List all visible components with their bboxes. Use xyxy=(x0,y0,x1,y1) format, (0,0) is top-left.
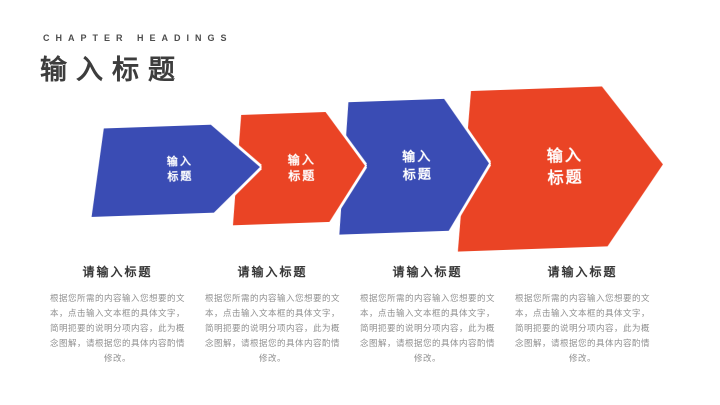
chapter-eyebrow: CHAPTER HEADINGS xyxy=(43,33,233,43)
step-heading: 请输入标题 xyxy=(392,265,463,279)
arrow-step-1: 输入 标题 xyxy=(89,123,262,217)
step-heading: 请输入标题 xyxy=(237,265,308,279)
step-description-3: 请输入标题 根据您所需的内容输入您想要的文本，点击输入文本框的具体文字，简明扼要… xyxy=(360,263,495,365)
step-body-text: 根据您所需的内容输入您想要的文本，点击输入文本框的具体文字，简明扼要的说明分项内… xyxy=(50,293,186,363)
step-body-text: 根据您所需的内容输入您想要的文本，点击输入文本框的具体文字，简明扼要的说明分项内… xyxy=(360,293,496,363)
step-description-2: 请输入标题 根据您所需的内容输入您想要的文本，点击输入文本框的具体文字，简明扼要… xyxy=(205,263,340,365)
step-heading: 请输入标题 xyxy=(82,265,153,279)
step-body-text: 根据您所需的内容输入您想要的文本，点击输入文本框的具体文字，简明扼要的说明分项内… xyxy=(515,293,651,363)
page-title: 输入标题 xyxy=(40,55,184,85)
arrow-step-1-label: 输入 标题 xyxy=(166,155,194,184)
step-description-1: 请输入标题 根据您所需的内容输入您想要的文本，点击输入文本框的具体文字，简明扼要… xyxy=(50,263,185,365)
step-description-4: 请输入标题 根据您所需的内容输入您想要的文本，点击输入文本框的具体文字，简明扼要… xyxy=(515,263,650,365)
step-body-text: 根据您所需的内容输入您想要的文本，点击输入文本框的具体文字，简明扼要的说明分项内… xyxy=(205,293,341,363)
step-descriptions: 请输入标题 根据您所需的内容输入您想要的文本，点击输入文本框的具体文字，简明扼要… xyxy=(50,263,650,365)
step-heading: 请输入标题 xyxy=(547,265,618,279)
